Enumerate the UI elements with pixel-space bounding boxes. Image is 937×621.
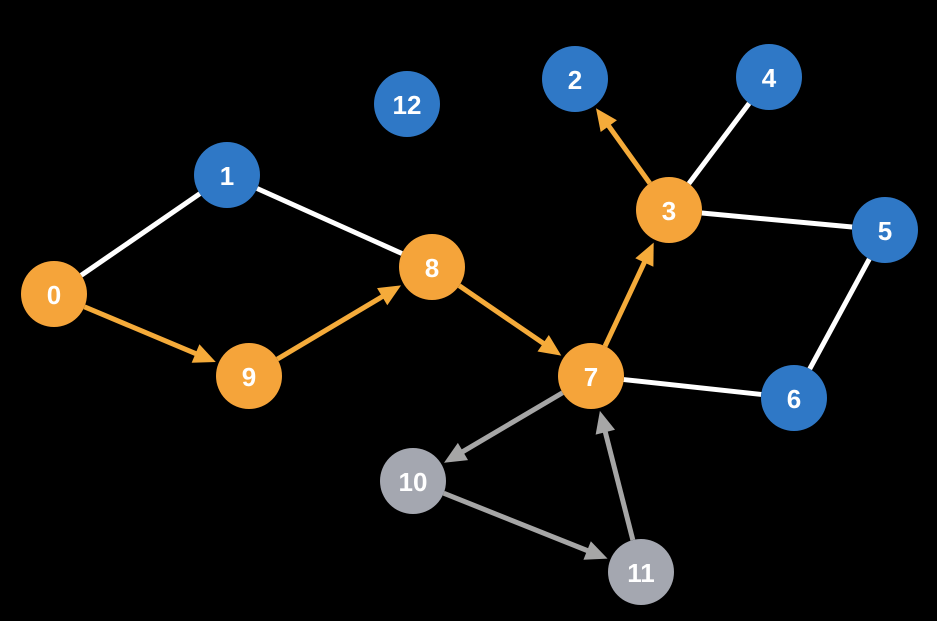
edge-3-4 xyxy=(686,101,752,186)
node-circle xyxy=(21,261,87,327)
edge-0-9 xyxy=(83,304,216,363)
node-label: 3 xyxy=(662,196,676,226)
node-circle xyxy=(736,44,802,110)
edge-line xyxy=(605,123,652,185)
node-label: 0 xyxy=(47,280,61,310)
node-2: 2 xyxy=(542,46,608,112)
node-0: 0 xyxy=(21,261,87,327)
edge-line xyxy=(83,304,199,357)
edges-layer xyxy=(79,101,872,560)
edge-8-7 xyxy=(457,283,562,356)
node-circle xyxy=(374,71,440,137)
edge-line xyxy=(602,429,636,541)
edge-11-7 xyxy=(595,410,636,541)
edge-7-6 xyxy=(623,377,762,397)
node-11: 11 xyxy=(608,539,674,605)
node-7: 7 xyxy=(558,343,624,409)
edge-line xyxy=(79,191,202,278)
edge-line xyxy=(442,490,590,554)
node-8: 8 xyxy=(399,234,465,300)
edge-1-8 xyxy=(256,186,403,256)
edge-line xyxy=(256,186,403,256)
node-label: 8 xyxy=(425,253,439,283)
node-3: 3 xyxy=(636,177,702,243)
edge-3-2 xyxy=(595,108,652,185)
node-label: 4 xyxy=(762,63,777,93)
node-label: 9 xyxy=(242,362,256,392)
node-circle xyxy=(194,142,260,208)
edge-line xyxy=(459,390,564,455)
arrowhead xyxy=(595,410,616,435)
edge-line xyxy=(602,259,648,348)
arrowhead xyxy=(191,344,216,363)
node-label: 10 xyxy=(399,467,428,497)
edge-9-8 xyxy=(276,285,402,362)
node-label: 11 xyxy=(627,558,655,588)
node-circle xyxy=(558,343,624,409)
node-label: 7 xyxy=(584,362,598,392)
edge-5-6 xyxy=(807,257,872,371)
node-circle xyxy=(761,365,827,431)
edge-line xyxy=(686,101,752,186)
edge-0-1 xyxy=(79,191,202,278)
edge-7-3 xyxy=(602,242,654,348)
arrowhead xyxy=(444,442,469,463)
arrowhead xyxy=(377,285,402,306)
edge-line xyxy=(701,210,853,230)
edge-line xyxy=(807,257,872,371)
node-circle xyxy=(852,197,918,263)
edge-line xyxy=(623,377,762,397)
arrowhead xyxy=(583,541,608,560)
edge-10-11 xyxy=(442,490,608,560)
edge-7-10 xyxy=(444,390,564,463)
node-5: 5 xyxy=(852,197,918,263)
arrowhead xyxy=(635,242,654,267)
arrowhead xyxy=(595,108,617,132)
node-circle xyxy=(216,343,282,409)
node-9: 9 xyxy=(216,343,282,409)
edge-line xyxy=(457,283,547,347)
node-circle xyxy=(380,448,446,514)
node-10: 10 xyxy=(380,448,446,514)
node-4: 4 xyxy=(736,44,802,110)
node-label: 6 xyxy=(787,384,801,414)
node-circle xyxy=(542,46,608,112)
node-12: 12 xyxy=(374,71,440,137)
node-label: 2 xyxy=(568,65,582,95)
edge-3-5 xyxy=(701,210,853,230)
node-6: 6 xyxy=(761,365,827,431)
arrowhead xyxy=(537,334,562,356)
node-label: 5 xyxy=(878,216,892,246)
edge-line xyxy=(276,293,386,362)
node-circle xyxy=(399,234,465,300)
node-circle xyxy=(636,177,702,243)
node-label: 1 xyxy=(220,161,234,191)
node-label: 12 xyxy=(393,90,422,120)
node-circle xyxy=(608,539,674,605)
node-1: 1 xyxy=(194,142,260,208)
